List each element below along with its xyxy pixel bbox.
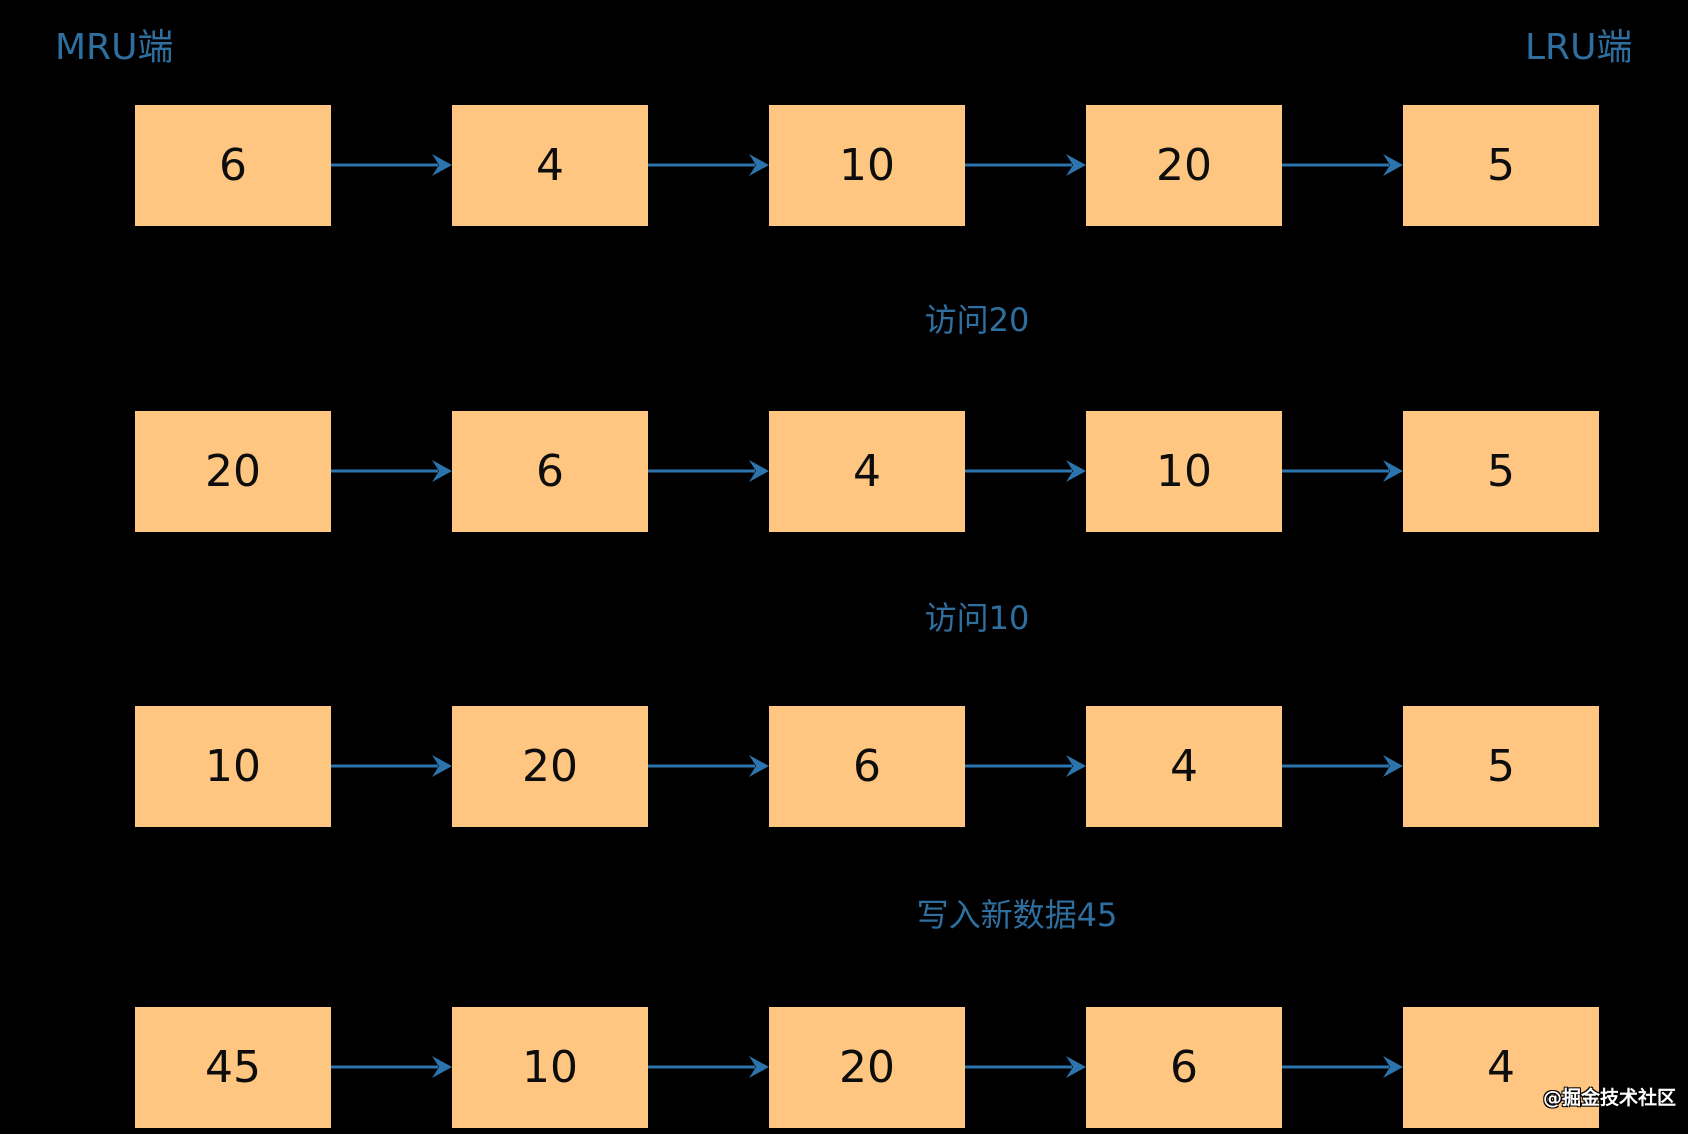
list-node: 10 (135, 706, 331, 827)
next-arrow-icon (1282, 755, 1403, 777)
mru-end-label: MRU端 (55, 27, 174, 68)
next-arrow-icon (965, 154, 1086, 176)
next-arrow-icon (1282, 154, 1403, 176)
next-arrow-icon (648, 460, 769, 482)
next-arrow-icon (965, 460, 1086, 482)
list-node: 10 (452, 1007, 648, 1128)
next-arrow-icon (331, 460, 452, 482)
lru-end-label: LRU端 (1525, 27, 1633, 68)
list-node: 20 (1086, 105, 1282, 226)
next-arrow-icon (331, 1056, 452, 1078)
list-node: 5 (1403, 105, 1599, 226)
list-node: 4 (769, 411, 965, 532)
next-arrow-icon (648, 755, 769, 777)
next-arrow-icon (648, 1056, 769, 1078)
next-arrow-icon (1282, 460, 1403, 482)
next-arrow-icon (1282, 1056, 1403, 1078)
next-arrow-icon (965, 1056, 1086, 1078)
next-arrow-icon (331, 755, 452, 777)
list-node: 6 (135, 105, 331, 226)
step-caption: 写入新数据45 (916, 896, 1118, 934)
list-node: 4 (1086, 706, 1282, 827)
juejin-watermark: @掘金技术社区 (1543, 1087, 1677, 1109)
list-node: 20 (452, 706, 648, 827)
list-node: 5 (1403, 706, 1599, 827)
list-node: 6 (769, 706, 965, 827)
step-caption: 访问10 (924, 599, 1030, 637)
step-caption: 访问20 (924, 301, 1030, 339)
next-arrow-icon (331, 154, 452, 176)
list-node: 20 (135, 411, 331, 532)
list-node: 6 (452, 411, 648, 532)
list-node: 4 (452, 105, 648, 226)
list-node: 6 (1086, 1007, 1282, 1128)
list-node: 20 (769, 1007, 965, 1128)
list-node: 10 (769, 105, 965, 226)
list-node: 10 (1086, 411, 1282, 532)
list-node: 45 (135, 1007, 331, 1128)
next-arrow-icon (965, 755, 1086, 777)
list-node: 5 (1403, 411, 1599, 532)
list-node: 4 (1403, 1007, 1599, 1128)
next-arrow-icon (648, 154, 769, 176)
